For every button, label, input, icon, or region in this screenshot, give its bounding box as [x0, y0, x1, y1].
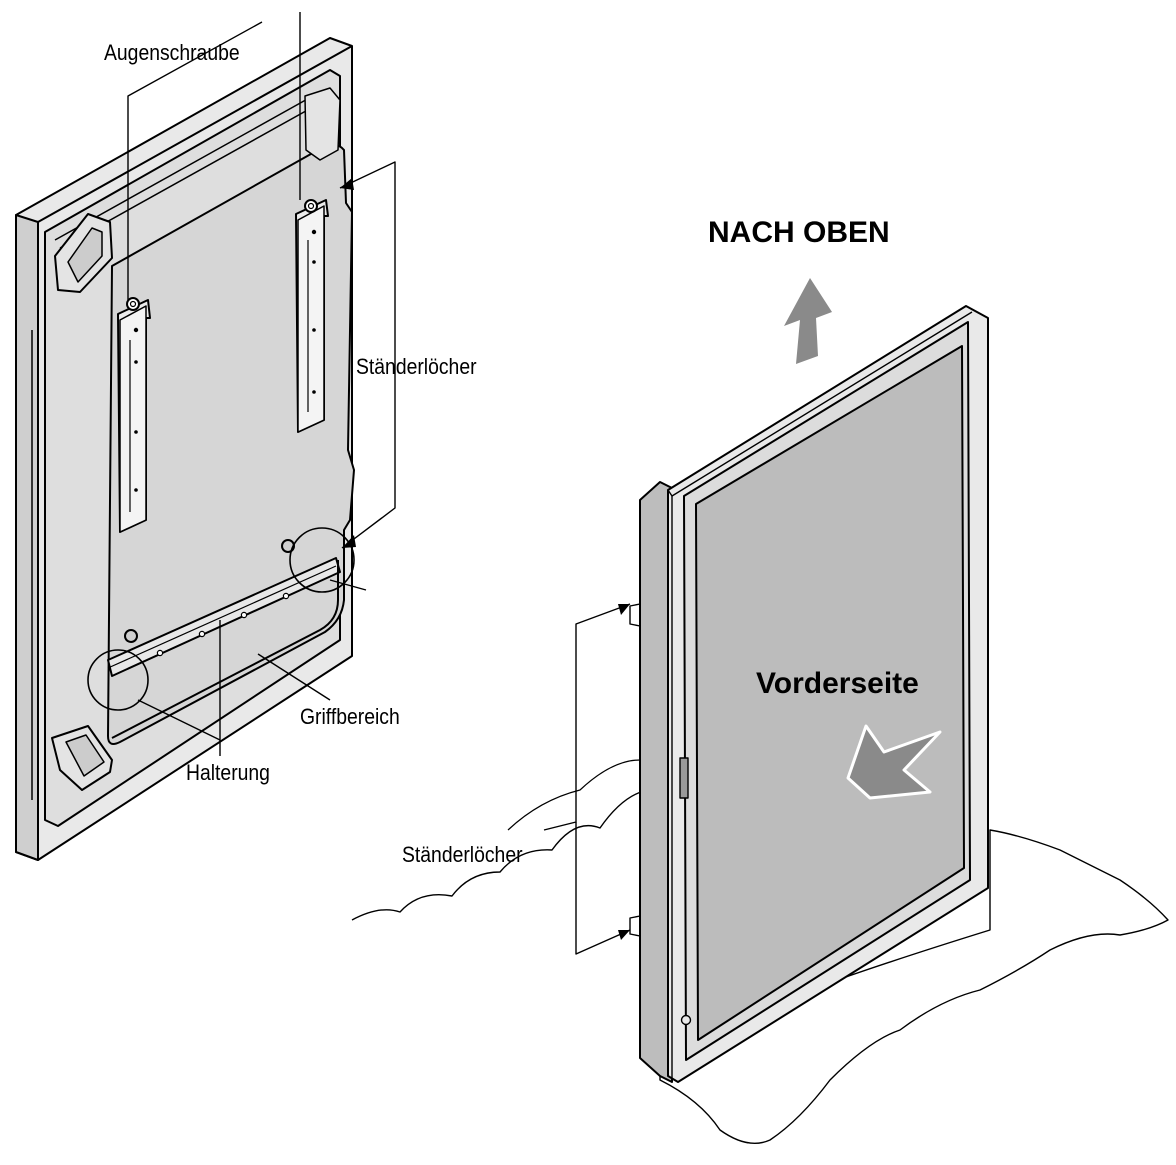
mount-hole-icon [124, 629, 138, 643]
handle-area-curve [111, 560, 339, 739]
front-arrow-icon [846, 724, 942, 800]
label-up: NACH OBEN [708, 216, 890, 249]
detail-circle-right [289, 527, 355, 593]
floor-sheet [351, 788, 1169, 1144]
panel-back-view [15, 12, 396, 861]
label-front: Vorderseite [756, 667, 919, 700]
label-handle-area: Griffbereich [300, 704, 400, 729]
bracket-bar [107, 557, 341, 677]
detail-circle-left [87, 649, 149, 711]
label-bracket: Halterung [186, 760, 270, 785]
leader-lines [127, 12, 396, 756]
stand-rail-left [117, 297, 151, 533]
stand-rail-right [295, 199, 329, 433]
sensor-window-icon [679, 757, 689, 799]
panel-back-side-edge [15, 214, 39, 861]
panel-front-screen [695, 345, 965, 1041]
panel-front-view [351, 278, 1169, 1144]
label-eye-bolt: Augenschraube [104, 40, 240, 65]
label-stand-holes-top: Ständerlöcher [356, 354, 477, 379]
leader-lines-front [507, 603, 641, 955]
up-arrow-icon [784, 278, 832, 364]
label-stand-holes-bottom: Ständerlöcher [402, 842, 523, 867]
power-button-icon [680, 1014, 692, 1026]
